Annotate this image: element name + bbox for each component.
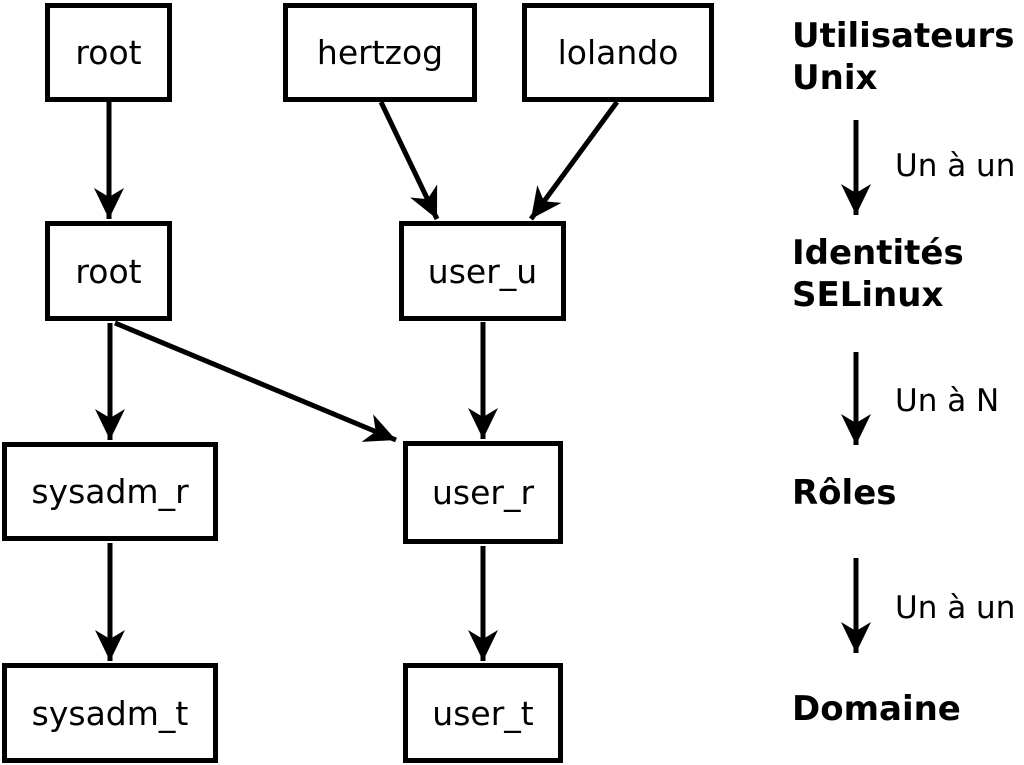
node-selinux-root: root (45, 221, 172, 321)
legend-title-line: Rôles (792, 473, 897, 513)
node-label: user_u (427, 251, 538, 291)
node-label: root (75, 251, 142, 291)
node-domain-user-t: user_t (403, 663, 563, 763)
arrow-selinux-root-to-user-r (114, 320, 397, 443)
legend-title-line: Identités (792, 233, 964, 273)
node-label: user_r (431, 473, 535, 512)
node-domain-sysadm-t: sysadm_t (2, 663, 218, 763)
legend-relation-one-to-n: Un à N (895, 383, 1000, 419)
legend-title-line: Unix (792, 58, 878, 98)
legend-title-roles: Rôles (792, 472, 897, 514)
node-role-sysadm-r: sysadm_r (2, 442, 218, 541)
node-label: root (75, 33, 142, 72)
legend-title-line: Utilisateurs (792, 16, 1015, 56)
node-label: lolando (557, 33, 679, 72)
node-label: user_t (432, 693, 534, 733)
node-role-user-r: user_r (403, 441, 563, 544)
legend-title-domain: Domaine (792, 688, 961, 730)
node-label: sysadm_r (31, 472, 189, 511)
legend-title-selinux-identities: Identités SELinux (792, 232, 964, 316)
arrow-hertzog-to-user-u (378, 100, 440, 221)
node-label: hertzog (316, 33, 444, 72)
legend-title-line: Domaine (792, 689, 961, 729)
legend-relation-one-to-one-2: Un à un (895, 590, 1016, 626)
node-unix-root: root (45, 3, 172, 102)
node-label: sysadm_t (31, 693, 189, 733)
node-selinux-user-u: user_u (399, 221, 566, 321)
node-unix-lolando: lolando (522, 3, 714, 102)
node-unix-hertzog: hertzog (283, 3, 477, 102)
legend-title-unix-users: Utilisateurs Unix (792, 15, 1015, 99)
legend-relation-one-to-one-1: Un à un (895, 148, 1016, 184)
legend-title-line: SELinux (792, 275, 944, 315)
arrow-lolando-to-user-u (528, 100, 620, 221)
